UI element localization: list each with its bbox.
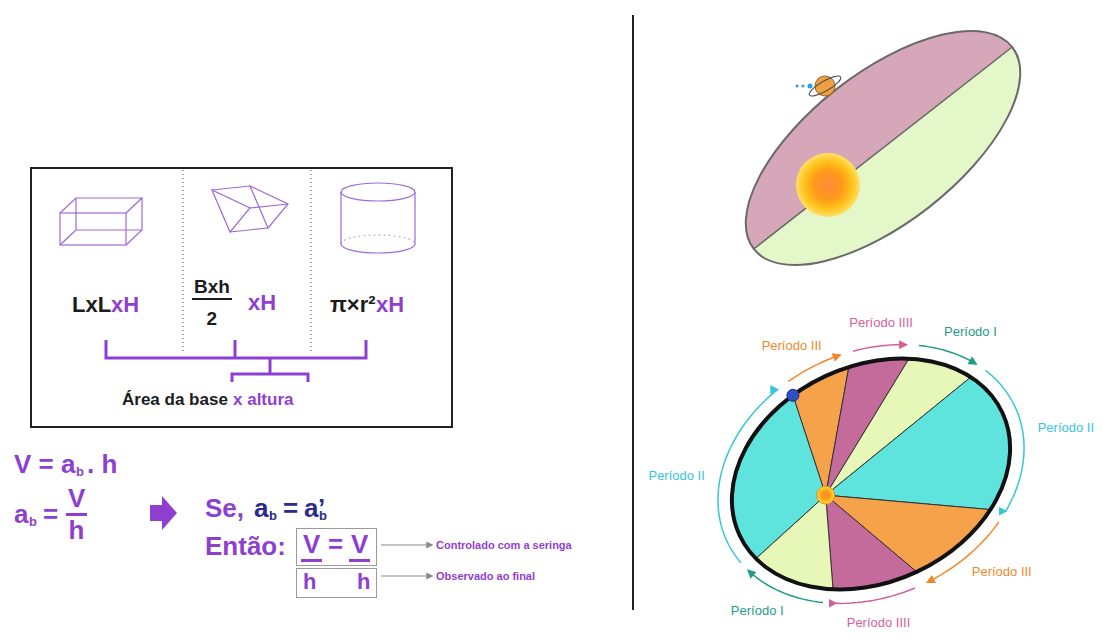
formula-text: a	[14, 500, 28, 529]
formula-panel: LxLxHBxh2xHπ×r²xHÁrea da basex altura	[30, 167, 453, 428]
divider-line	[632, 15, 634, 610]
formula-text: . h	[87, 450, 117, 479]
period-label: Período II	[648, 469, 704, 483]
period-label: Período IIII	[849, 316, 913, 330]
formula-term: LxL	[72, 293, 111, 317]
formula-term: V	[301, 530, 322, 562]
formula-text: b	[269, 509, 277, 523]
column-separator	[183, 170, 184, 352]
formula-text: Se,	[205, 494, 244, 523]
formula-text: a	[304, 494, 318, 523]
formula-text: =	[43, 500, 58, 529]
sun	[796, 153, 860, 217]
period-arrow	[788, 355, 840, 381]
period-arrow	[836, 588, 915, 603]
formula-term: h	[303, 570, 316, 594]
sun	[817, 486, 835, 504]
formula-term: V	[349, 530, 370, 562]
formula-text: b	[29, 515, 37, 529]
formula-term: =	[328, 530, 343, 559]
column-separator	[311, 170, 312, 352]
formula-term: x altura	[233, 391, 293, 410]
planet	[787, 389, 799, 401]
planet	[796, 73, 844, 100]
formula-term: xH	[248, 291, 276, 315]
orbit-outline	[694, 315, 1048, 633]
leader-line	[381, 575, 432, 576]
formula-term: 2	[207, 309, 218, 330]
leader-line	[381, 544, 432, 545]
period-arrow	[748, 571, 823, 603]
leader-lines	[381, 545, 432, 576]
formula-text: ’	[318, 494, 325, 523]
period-arrow	[985, 370, 1024, 511]
formula-text: b	[76, 465, 84, 479]
period-label: Período II	[1038, 421, 1094, 435]
period-label: Período III	[972, 565, 1032, 579]
formula-term: h	[357, 570, 370, 594]
formula-term: π×r²	[330, 293, 376, 317]
formula-term: xH	[111, 293, 139, 317]
formula-text: V = a	[14, 450, 75, 479]
period-label: Período I	[731, 604, 784, 618]
formula-text: V	[66, 484, 87, 516]
bracket	[106, 340, 366, 382]
area-wedge	[732, 395, 826, 558]
ratio-box: hh	[296, 568, 377, 598]
period-label: Período I	[944, 325, 997, 339]
formula-term: Área da base	[122, 391, 228, 410]
formula-text: a	[254, 494, 268, 523]
annotation: Controlado com a seringa	[436, 539, 572, 551]
period-label: Período IIII	[847, 616, 911, 630]
annotation: Observado ao final	[436, 570, 535, 582]
rectangular-prism	[60, 198, 142, 245]
area-wedge	[826, 495, 917, 589]
period-label: Período III	[762, 339, 822, 353]
period-arrow	[853, 345, 906, 352]
formula-term: xH	[376, 293, 404, 317]
orbit-halves	[708, 0, 1059, 308]
area-wedge	[826, 377, 1010, 509]
formula-text: h	[69, 516, 85, 545]
period-arrow	[919, 346, 976, 364]
orbit-areas	[694, 315, 1048, 633]
triangular-prism	[212, 186, 288, 232]
cylinder	[341, 183, 415, 253]
period-arrow	[718, 390, 777, 563]
formula-term: Bxh	[192, 277, 232, 300]
block-arrow	[150, 496, 177, 530]
formula-text: =	[283, 494, 298, 523]
ratio-box: V=V	[296, 528, 377, 566]
formula-text: Então:	[205, 532, 286, 561]
